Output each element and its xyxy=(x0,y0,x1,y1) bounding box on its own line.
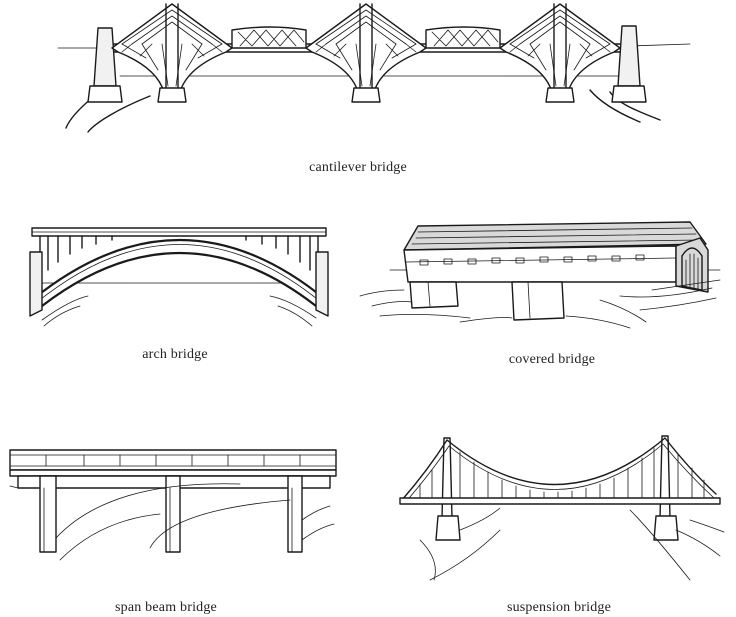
span-beam-bridge-caption: span beam bridge xyxy=(115,600,217,615)
cantilever-bridge-caption: cantilever bridge xyxy=(309,160,407,175)
covered-bridge-caption: covered bridge xyxy=(508,352,596,367)
arch-bridge-illustration xyxy=(29,227,329,327)
arch-bridge-caption: arch bridge xyxy=(142,347,208,362)
span-beam-bridge-illustration xyxy=(9,449,337,561)
suspension-bridge-illustration xyxy=(399,435,725,581)
covered-bridge-illustration xyxy=(359,221,721,329)
suspension-bridge-caption: suspension bridge xyxy=(506,600,612,615)
cantilever-bridge-illustration xyxy=(57,3,691,133)
